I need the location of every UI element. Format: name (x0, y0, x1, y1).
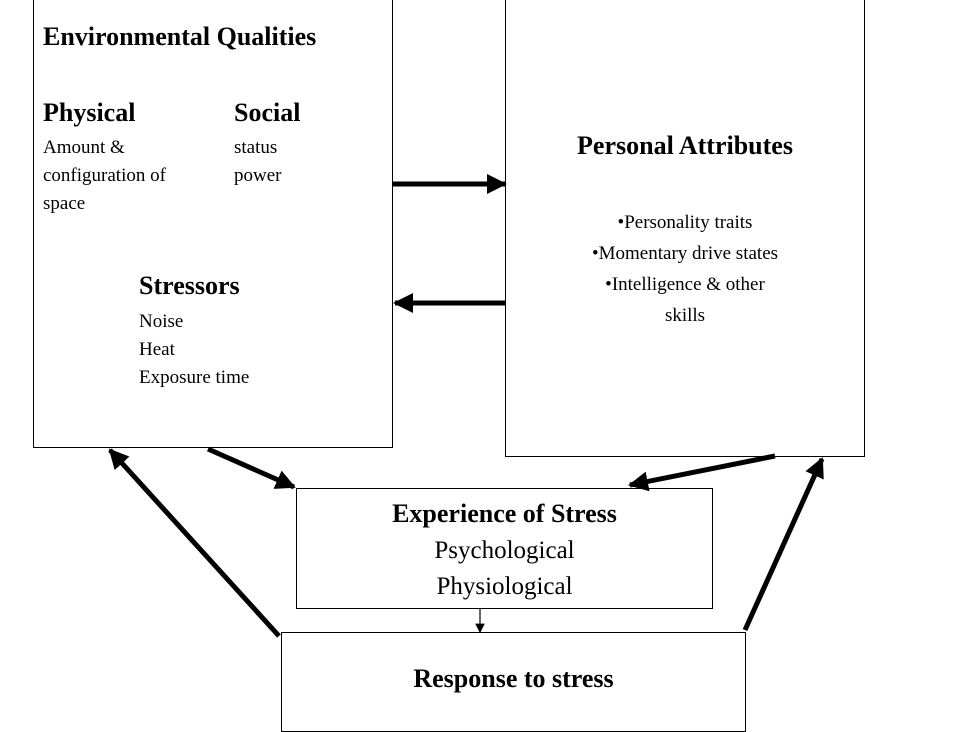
physical-heading: Physical (43, 98, 136, 127)
stressor-item: Heat (139, 339, 175, 360)
experience-item: Psychological (434, 537, 575, 564)
stressor-item: Noise (139, 311, 184, 332)
arrow-response-to-environment (108, 448, 281, 638)
personal-item: •Intelligence & other (605, 274, 765, 295)
experience-of-stress-title: Experience of Stress (392, 499, 617, 528)
personal-attributes-items: •Personality traits •Momentary drive sta… (506, 207, 864, 331)
environmental-qualities-title: Environmental Qualities (43, 22, 317, 51)
personal-item: skills (664, 305, 706, 326)
arrow-personal-to-experience (628, 453, 776, 492)
stressors-heading: Stressors (139, 271, 240, 300)
response-to-stress-box: Response to stress (281, 632, 746, 732)
physical-item: space (43, 193, 86, 214)
experience-of-stress-box: Experience of Stress Psychological Physi… (296, 488, 713, 609)
social-item: power (234, 165, 282, 186)
experience-item: Physiological (436, 573, 573, 600)
arrow-response-to-personal (742, 457, 825, 632)
physical-item: configuration of (43, 165, 166, 186)
physical-item: Amount & (43, 137, 125, 158)
experience-of-stress-items: Psychological Physiological (297, 533, 712, 605)
response-to-stress-title: Response to stress (413, 664, 614, 693)
environmental-qualities-box: Environmental Qualities Physical Amount … (33, 0, 393, 448)
social-heading: Social (234, 98, 301, 127)
stressor-item: Exposure time (139, 367, 250, 388)
personal-attributes-box: Personal Attributes •Personality traits … (505, 0, 865, 457)
social-items: status power (234, 134, 281, 190)
physical-items: Amount & configuration of space (43, 134, 166, 218)
stressors-items: Noise Heat Exposure time (139, 308, 249, 392)
social-item: status (234, 137, 278, 158)
arrow-environment-to-experience (206, 446, 296, 490)
personal-attributes-title: Personal Attributes (577, 131, 793, 160)
personal-item: •Personality traits (617, 212, 753, 233)
personal-item: •Momentary drive states (591, 243, 779, 264)
